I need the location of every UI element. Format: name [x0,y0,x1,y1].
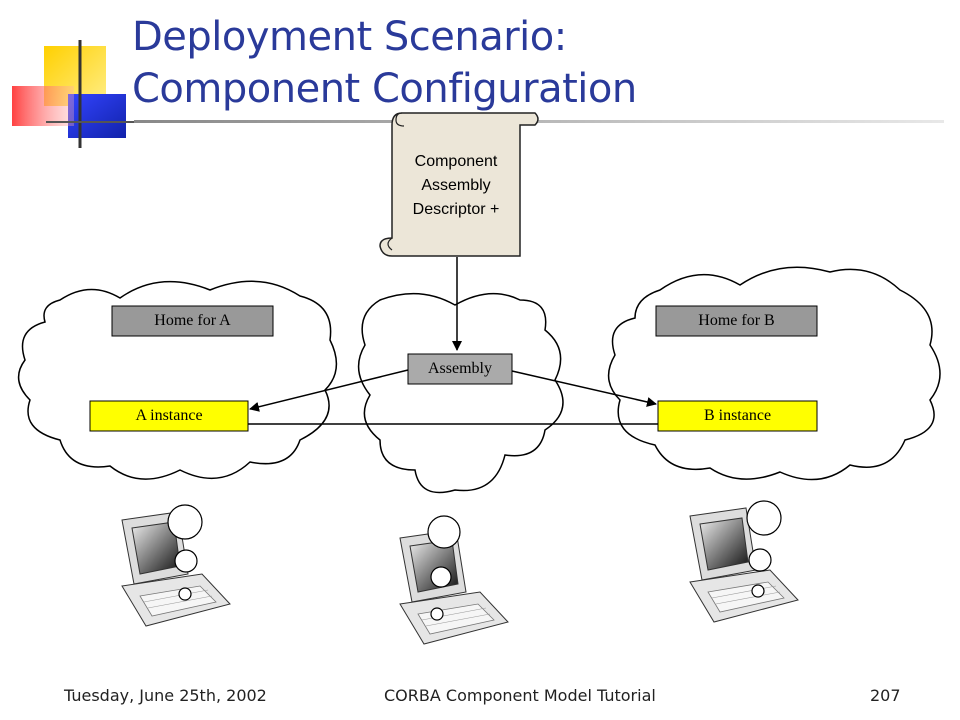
slide-title-line-1: Deployment Scenario: [132,14,567,60]
assembly-box [407,353,513,385]
laptop-left-large-circle [167,504,203,540]
title-decoration [12,40,134,148]
laptop-left-small-circle [178,587,192,601]
deco-blue-square [68,94,126,138]
laptop-right-small-circle [751,584,765,598]
laptop-middle-medium-circle [430,566,452,588]
laptop-left-medium-circle [174,549,198,573]
a-instance-label: A instance [135,407,203,424]
home-b-label: Home for B [698,312,775,329]
home-b-box [655,305,818,337]
cloud-right [607,266,941,481]
a-instance-box [89,400,249,432]
assembly-to-b-arrow [511,370,657,407]
b-instance-box [657,400,818,432]
assembly-to-a-arrow [249,369,409,412]
laptop-right-medium-circle [748,548,772,572]
descriptor-scroll [379,112,539,257]
laptop-left-icon [121,504,231,627]
b-instance-label: B instance [703,407,772,424]
home-a-label: Home for A [154,312,231,329]
laptop-right-large-circle [746,500,782,536]
footer-date: Tuesday, June 25th, 2002 [64,686,267,705]
descriptor-line-3: Descriptor + [412,201,500,218]
title-rule [134,120,944,123]
home-a-box [111,305,274,337]
laptop-middle-icon [399,515,509,645]
laptop-middle-small-circle [430,607,444,621]
deco-red-square [12,86,74,126]
descriptor-line-2: Assembly [421,177,491,194]
assembly-label: Assembly [428,360,492,377]
slide-title-line-2: Component Configuration [132,66,637,112]
laptop-right-icon [689,500,799,623]
footer-page-number: 207 [870,686,901,705]
descriptor-line-1: Component [414,153,498,170]
laptop-middle-large-circle [427,515,461,549]
footer-title: CORBA Component Model Tutorial [384,686,656,705]
cloud-middle [357,292,564,494]
